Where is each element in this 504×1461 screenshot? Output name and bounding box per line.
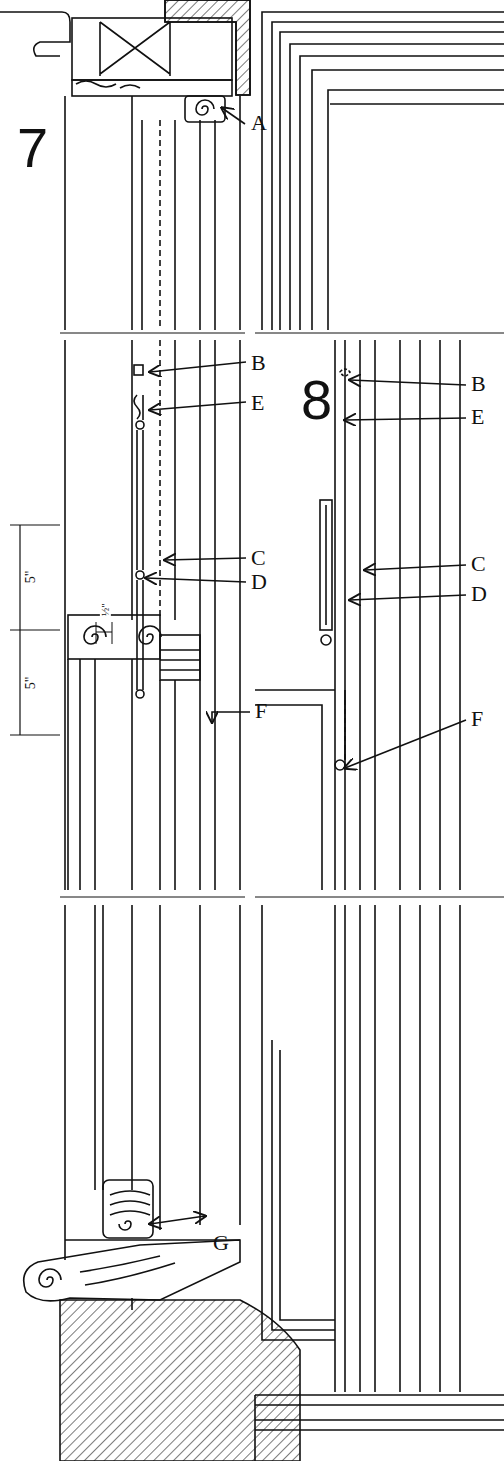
callout-letter: A: [250, 112, 268, 134]
callout-letter: F: [470, 708, 484, 730]
callout-letter: B: [470, 373, 487, 395]
callout-letter: C: [250, 547, 267, 569]
dimension-text: 5": [24, 676, 38, 691]
callout-letter: C: [470, 553, 487, 575]
figure-number: 8: [300, 372, 333, 428]
dimension-text: 5": [24, 570, 38, 585]
callout-letter: E: [470, 406, 485, 428]
callout-letter: D: [470, 583, 488, 605]
callout-letter: B: [250, 352, 267, 374]
callout-letter: D: [250, 571, 268, 593]
figure-number: 7: [16, 120, 49, 176]
callout-letter: E: [250, 392, 265, 414]
callout-letter: G: [212, 1232, 230, 1254]
callout-letter: F: [254, 700, 268, 722]
dimension-text: ½": [100, 602, 111, 617]
